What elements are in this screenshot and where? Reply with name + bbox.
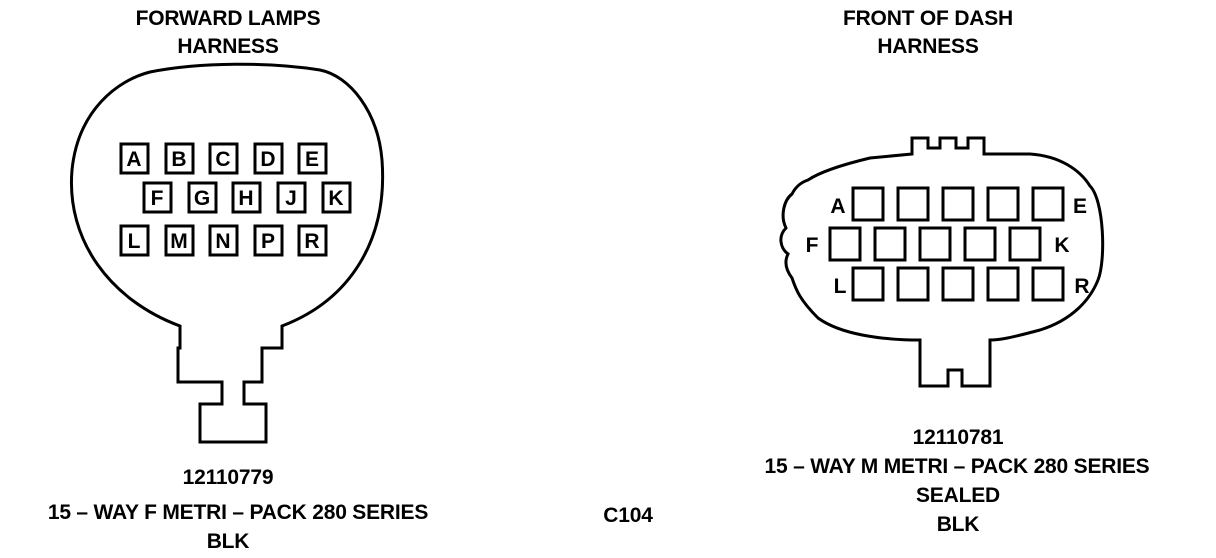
right-color: BLK	[936, 513, 980, 536]
right-pin-row-1	[851, 186, 1065, 222]
left-color: BLK	[206, 530, 250, 553]
right-pin-label-e: E	[1073, 195, 1087, 218]
right-connector-body	[779, 136, 1105, 388]
right-pin-label-l: L	[834, 275, 847, 298]
left-pin-label: L	[128, 230, 141, 253]
left-pin-label: K	[328, 187, 343, 210]
left-pin-label: J	[285, 187, 297, 210]
left-pin-label: R	[304, 230, 319, 253]
connector-id: C104	[603, 504, 653, 527]
left-pin-row-1: A B C D E	[119, 142, 328, 175]
right-title-line2: HARNESS	[877, 35, 979, 58]
right-pin-row-2	[828, 226, 1042, 262]
right-pin-label-f: F	[806, 234, 819, 257]
left-title-line1: FORWARD LAMPS	[135, 7, 321, 30]
left-pin-row-2: F G H J K	[142, 181, 352, 214]
left-pin-label: M	[170, 230, 188, 253]
left-pin-label: G	[194, 187, 210, 210]
left-title-line2: HARNESS	[177, 35, 279, 58]
left-description: 15 – WAY F METRI – PACK 280 SERIES	[47, 501, 429, 524]
left-pin-label: A	[126, 148, 141, 171]
right-sealed: SEALED	[916, 484, 1000, 507]
right-pin-label-a: A	[830, 195, 845, 218]
right-pin-label-k: K	[1054, 234, 1069, 257]
right-part-number: 12110781	[912, 426, 1004, 449]
left-pin-label: B	[171, 148, 186, 171]
left-pin-label: D	[260, 148, 275, 171]
right-description: 15 – WAY M METRI – PACK 280 SERIES	[764, 455, 1150, 478]
left-pin-label: H	[238, 187, 253, 210]
left-pin-label: C	[215, 148, 230, 171]
left-part-number: 12110779	[182, 466, 274, 489]
left-pin-label: P	[261, 230, 275, 253]
left-pin-label: E	[305, 148, 319, 171]
left-pin-label: N	[215, 230, 230, 253]
left-pin-label: F	[151, 187, 164, 210]
left-connector-body	[69, 62, 385, 444]
right-pin-row-3	[851, 266, 1065, 302]
left-pin-row-3: L M N P R	[119, 224, 328, 257]
right-title-line1: FRONT OF DASH	[842, 7, 1014, 30]
right-pin-label-r: R	[1074, 275, 1089, 298]
